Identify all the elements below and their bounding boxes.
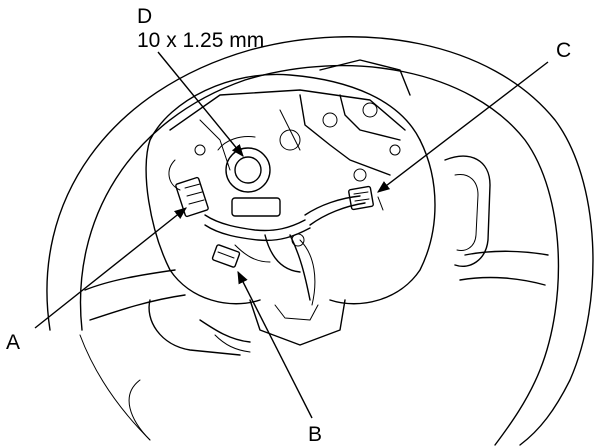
leader-line-b <box>237 270 313 419</box>
steering-wheel-rim <box>46 36 594 446</box>
leader-line-a <box>34 207 187 329</box>
wheel-spokes <box>84 250 549 356</box>
wire-harness <box>204 195 366 306</box>
connector-b <box>211 244 241 268</box>
callout-label-c: C <box>556 39 571 62</box>
leader-line-c <box>376 61 549 193</box>
connector-a <box>175 176 209 218</box>
connector-c <box>348 185 384 211</box>
right-switch-pod <box>444 155 491 267</box>
callout-label-d: D <box>137 5 152 28</box>
horn-hub <box>217 136 271 193</box>
callout-label-a: A <box>6 331 20 354</box>
bolt-size-label: 10 x 1.25 mm <box>137 29 264 52</box>
column-cover <box>249 299 346 346</box>
callout-label-b: B <box>308 423 322 446</box>
leader-line-d <box>157 51 244 157</box>
